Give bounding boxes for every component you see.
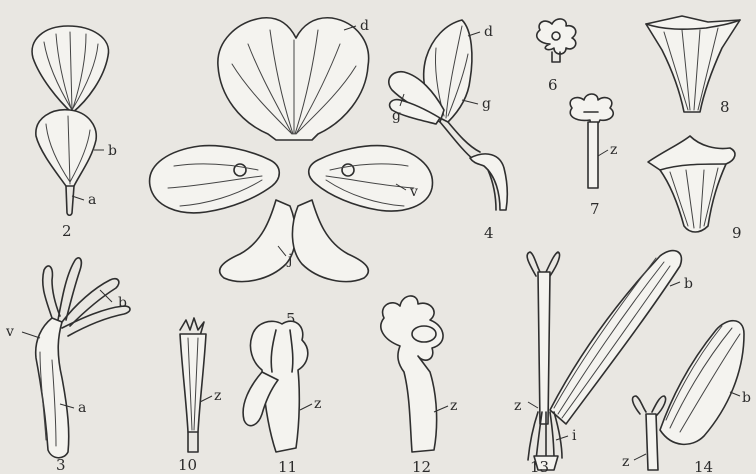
figure-10-number: 10 bbox=[178, 456, 197, 474]
wing-petal-right-drawing bbox=[309, 146, 433, 211]
figure-7-number: 7 bbox=[590, 200, 600, 218]
standard-petal-drawing bbox=[218, 18, 369, 140]
figure-10: z 10 bbox=[178, 318, 221, 474]
figure-9: 9 bbox=[648, 136, 742, 242]
figure-11: z 11 bbox=[243, 321, 321, 474]
figure-5-label-d: d bbox=[360, 18, 369, 34]
figure-3-label-a: a bbox=[78, 400, 86, 416]
figure-2: b a 2 bbox=[36, 110, 117, 240]
figure-8: 8 bbox=[646, 16, 740, 116]
figure-13-label-z: z bbox=[514, 398, 521, 414]
figure-6: 6 bbox=[537, 19, 576, 94]
calyx-stalk-drawing bbox=[470, 154, 507, 210]
figure-11-number: 11 bbox=[278, 458, 297, 474]
stem-drawing bbox=[36, 318, 69, 458]
figure-14-number: 14 bbox=[694, 458, 713, 474]
tubular-flower-drawing bbox=[180, 334, 206, 432]
figure-13-number: 13 bbox=[530, 458, 549, 474]
figure-2-label-a: a bbox=[88, 192, 96, 208]
keel-petal-right-drawing bbox=[292, 200, 368, 282]
wing-petal-left-drawing bbox=[150, 146, 280, 213]
figure-8-number: 8 bbox=[720, 98, 730, 116]
figure-12: z 12 bbox=[381, 296, 458, 474]
figure-14: z b 14 bbox=[622, 321, 751, 474]
figure-13: z i b 13 bbox=[514, 251, 693, 474]
figure-2-label-b: b bbox=[108, 143, 117, 159]
figure-3-label-v: v bbox=[5, 324, 14, 340]
figure-2-number: 2 bbox=[62, 222, 72, 240]
figure-6-number: 6 bbox=[548, 76, 558, 94]
figure-5-label-v: v bbox=[409, 184, 418, 200]
figure-4-label-d: d bbox=[484, 24, 493, 40]
figure-14-label-b: b bbox=[742, 390, 751, 406]
figure-7: z 7 bbox=[570, 94, 617, 218]
figure-11-label-z: z bbox=[314, 396, 321, 412]
corolla-limb-drawing bbox=[570, 94, 613, 125]
funnel-corolla-drawing bbox=[648, 136, 735, 232]
ligule-drawing bbox=[660, 321, 744, 445]
corolla-tube-drawing bbox=[588, 122, 598, 188]
figure-13-label-b: b bbox=[684, 276, 693, 292]
figure-12-number: 12 bbox=[412, 458, 431, 474]
flower-drawing bbox=[537, 19, 576, 54]
figure-7-label-z: z bbox=[610, 142, 617, 158]
figure-9-number: 9 bbox=[732, 224, 742, 242]
figure-4-number: 4 bbox=[484, 224, 494, 242]
figure-4-label-g-1: g bbox=[392, 108, 401, 124]
figure-14-label-z: z bbox=[622, 454, 629, 470]
figure-3-label-b: b bbox=[118, 295, 127, 311]
tube-drawing bbox=[646, 414, 658, 470]
lobed-corolla-drawing bbox=[381, 296, 443, 452]
figure-10-label-z: z bbox=[214, 388, 221, 404]
figure-12-label-z: z bbox=[450, 398, 457, 414]
figure-4-label-g-2: g bbox=[482, 96, 491, 112]
style-drawing bbox=[538, 272, 550, 424]
petal-drawing bbox=[36, 110, 96, 186]
figure-3: v b a 3 bbox=[5, 258, 130, 474]
keel-petal-left-drawing bbox=[220, 200, 296, 282]
figure-13-label-i: i bbox=[572, 428, 577, 444]
figure-3-number: 3 bbox=[56, 456, 66, 474]
figure-5: d v j 5 bbox=[150, 18, 433, 328]
